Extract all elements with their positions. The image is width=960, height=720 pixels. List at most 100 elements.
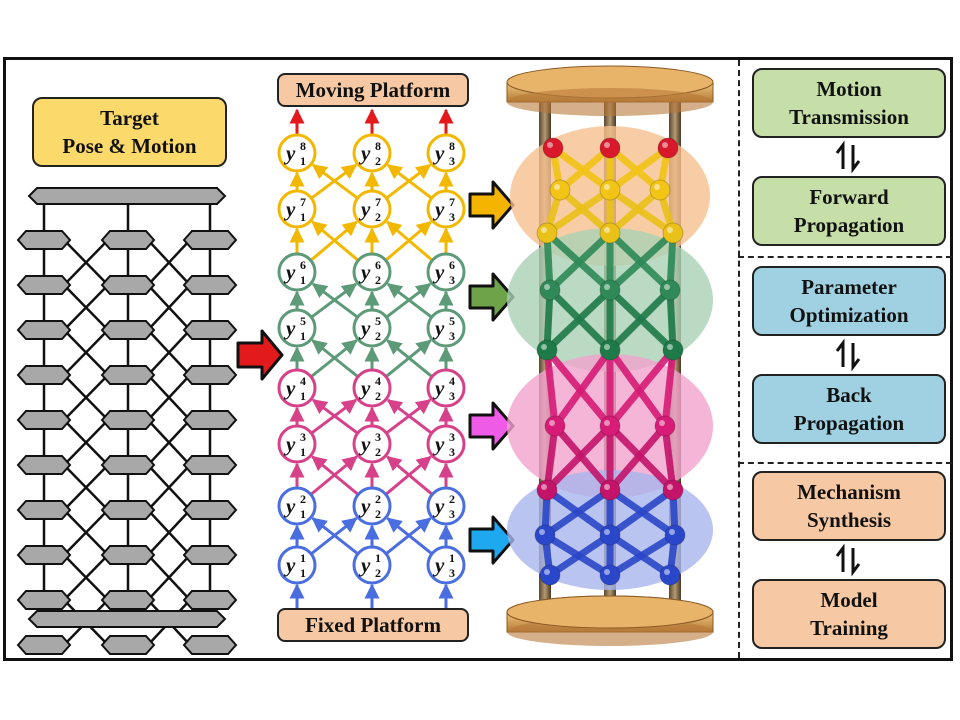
cross-link: [63, 509, 109, 556]
node-column: 3: [449, 566, 455, 580]
joint-highlight: [664, 569, 670, 575]
node-column: 3: [449, 507, 455, 521]
node-circle: [426, 308, 466, 348]
link-block: [16, 635, 72, 655]
node-column: 2: [375, 445, 381, 459]
joint-highlight: [662, 142, 668, 148]
node-circle: [277, 308, 317, 348]
node-column: 2: [375, 154, 381, 168]
cross-link: [147, 239, 191, 286]
joint-highlight: [667, 227, 673, 233]
cross-link: [147, 374, 191, 421]
link-block: [16, 410, 72, 430]
edge-arrow: [311, 398, 359, 435]
swap-arrow-down-head: [851, 358, 861, 372]
joint-highlight: [669, 529, 675, 535]
node-circle: [426, 545, 466, 585]
link-block: [16, 455, 72, 475]
link-block: [182, 365, 238, 385]
node-level: 2: [300, 492, 306, 506]
joint-highlight: [541, 484, 547, 490]
joint-highlight: [664, 284, 670, 290]
node-level: 5: [300, 314, 306, 328]
node-circle: [352, 308, 392, 348]
joint-highlight: [544, 284, 550, 290]
swap-arrow-up-head: [835, 543, 845, 557]
node-circle: [426, 133, 466, 173]
swap-arrow-icon: [835, 338, 861, 372]
cross-link: [63, 554, 109, 601]
pipeline-arrow: [468, 272, 515, 322]
forward-propagation-box: Forward Propagation: [752, 176, 946, 246]
node-circle: [277, 252, 317, 292]
model-link: [543, 422, 559, 494]
link-block: [27, 187, 227, 205]
model-link: [546, 531, 614, 579]
node-level: 3: [300, 430, 306, 444]
node-level: 1: [375, 551, 381, 565]
pipeline-arrow: [468, 401, 515, 451]
node-circle: [426, 424, 466, 464]
node-column: 2: [375, 389, 381, 403]
node-level: 1: [300, 551, 306, 565]
node-level: 7: [449, 195, 455, 209]
divider-2: [738, 462, 952, 464]
node-symbol: y: [358, 316, 371, 340]
link-block: [16, 275, 72, 295]
node-symbol: y: [432, 197, 445, 221]
node-level: 8: [300, 139, 306, 153]
cross-link: [147, 464, 191, 511]
node-column: 3: [449, 329, 455, 343]
swap-arrow-down-head: [851, 563, 861, 577]
cross-link: [63, 284, 109, 331]
fixed-platform-box: Fixed Platform: [277, 608, 469, 642]
model-link: [606, 422, 669, 494]
link-block: [16, 500, 72, 520]
link-block: [16, 320, 72, 340]
node-level: 5: [375, 314, 381, 328]
joint-highlight: [604, 142, 610, 148]
node-circle: [277, 133, 317, 173]
edge-arrow: [311, 517, 359, 556]
node-column: 2: [375, 507, 381, 521]
cross-link: [63, 464, 109, 511]
node-symbol: y: [358, 376, 371, 400]
link-block: [16, 365, 72, 385]
joint-highlight: [654, 184, 660, 190]
node-symbol: y: [432, 316, 445, 340]
joint-highlight: [541, 344, 547, 350]
link-block: [182, 275, 238, 295]
node-level: 2: [375, 492, 381, 506]
joint-highlight: [667, 484, 673, 490]
model-link: [546, 229, 614, 294]
model-link: [606, 531, 679, 579]
model-link: [606, 229, 677, 294]
joint-highlight: [604, 227, 610, 233]
cross-link: [147, 509, 191, 556]
node-column: 3: [449, 273, 455, 287]
node-column: 1: [300, 389, 306, 403]
edge-arrow: [311, 282, 359, 319]
cross-link: [63, 329, 109, 376]
moving-platform-box: Moving Platform: [277, 73, 469, 107]
node-symbol: y: [358, 141, 371, 165]
node-column: 1: [300, 273, 306, 287]
model-link: [666, 286, 677, 354]
node-column: 3: [449, 445, 455, 459]
node-circle: [426, 368, 466, 408]
